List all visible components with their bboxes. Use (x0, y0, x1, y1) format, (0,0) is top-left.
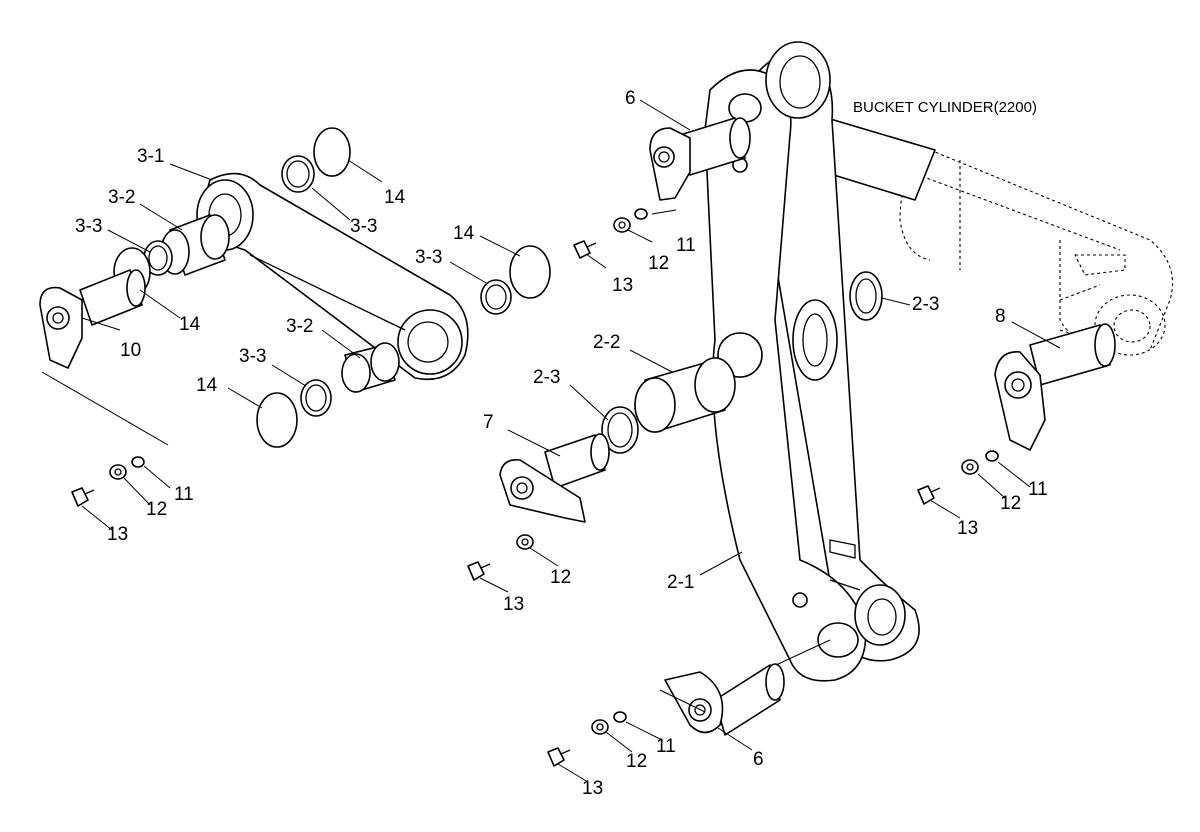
callout-10: 10 (120, 340, 141, 361)
pin-10 (39, 269, 146, 369)
callout-11-upper: 11 (676, 235, 696, 256)
callout-12-left: 12 (146, 499, 167, 520)
callout-3-2-lower: 3-2 (286, 316, 313, 337)
callout-6-lower: 6 (753, 749, 764, 770)
part-3-1-link-rod (196, 172, 469, 381)
callout-2-2: 2-2 (593, 332, 620, 353)
callout-2-1: 2-1 (667, 572, 694, 593)
callout-12-upper: 12 (648, 253, 669, 274)
callout-3-1: 3-1 (137, 146, 164, 167)
callout-14-mid: 14 (453, 223, 475, 244)
callout-13-left: 13 (107, 524, 128, 545)
callout-11-left: 11 (174, 484, 194, 505)
callout-2-3-left: 2-3 (533, 367, 560, 388)
bushing-3-2-lower (341, 342, 400, 393)
callout-13-upper: 13 (612, 275, 633, 296)
callout-3-3-top: 3-3 (350, 216, 377, 237)
callout-14-top: 14 (384, 187, 406, 208)
washers-and-bolts (71, 208, 999, 767)
labels: BUCKET CYLINDER(2200) 6 6 7 8 10 2-1 2-2… (75, 88, 1048, 799)
callout-12-right: 12 (1000, 493, 1021, 514)
bucket-cylinder-title: BUCKET CYLINDER(2200) (853, 99, 1037, 116)
callout-11-lower: 11 (656, 736, 676, 757)
bushing-2-2 (634, 357, 736, 433)
callout-3-3-mid: 3-3 (415, 247, 442, 268)
callout-3-3-lower: 3-3 (239, 346, 266, 367)
callout-6-upper: 6 (625, 88, 636, 109)
callout-12-lower: 12 (626, 751, 647, 772)
callout-13-right: 13 (957, 518, 978, 539)
callout-13-lower: 13 (582, 778, 603, 799)
callout-11-right: 11 (1028, 479, 1048, 500)
leader-lines (41, 99, 1061, 783)
bucket-cylinder (899, 149, 1174, 356)
callout-13-mid: 13 (503, 594, 524, 615)
callout-14-left: 14 (179, 314, 201, 335)
callout-14-lower: 14 (196, 375, 218, 396)
callout-12-mid: 12 (550, 567, 571, 588)
callout-8: 8 (995, 306, 1006, 327)
callout-2-3-right: 2-3 (912, 294, 939, 315)
pin-6-upper (649, 117, 751, 201)
callout-7: 7 (483, 412, 494, 433)
pin-6-lower (664, 663, 785, 736)
pin-7 (499, 433, 610, 523)
seal-rings (143, 155, 883, 454)
callout-3-3-left: 3-3 (75, 216, 102, 237)
pin-8 (994, 323, 1116, 451)
callout-3-2-upper: 3-2 (108, 187, 135, 208)
part-2-1-link (704, 41, 920, 682)
